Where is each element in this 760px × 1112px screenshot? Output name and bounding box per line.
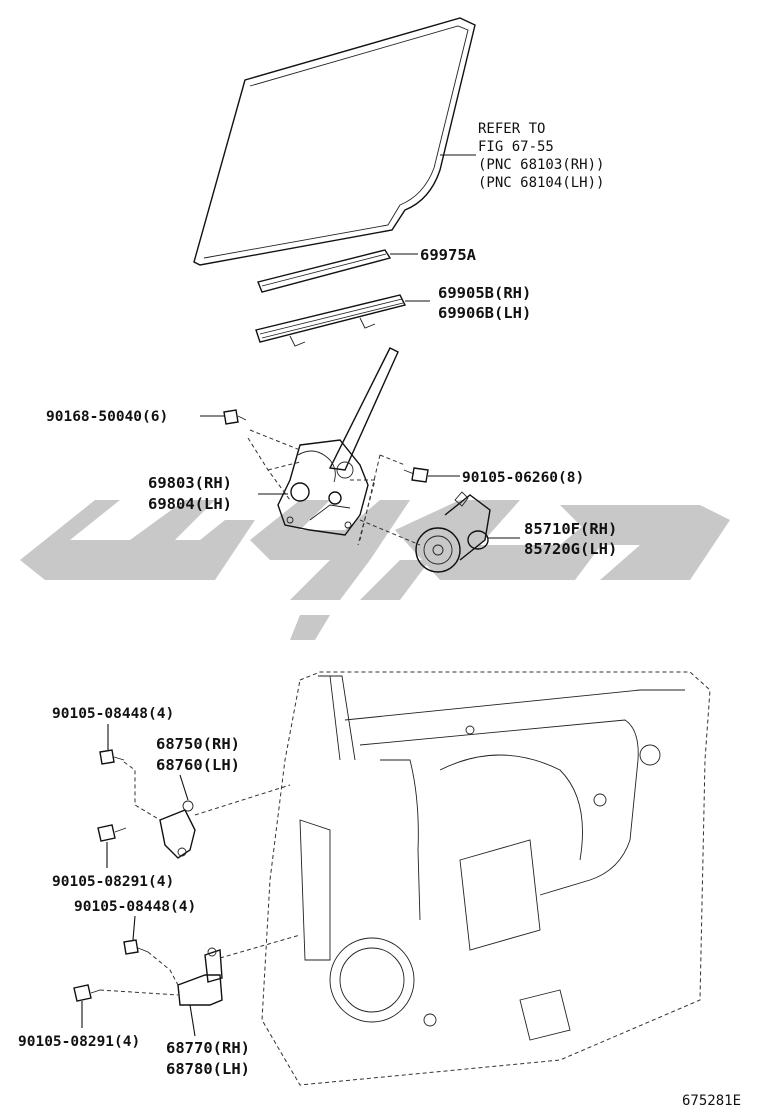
label-regulator-rh: 69803(RH) <box>148 474 232 492</box>
label-90168: 90168-50040(6) <box>46 409 168 425</box>
label-upper-bolt-a: 90105-08448(4) <box>52 706 174 722</box>
bolt-90105-06260 <box>403 467 460 483</box>
label-run-lh: 69906B(LH) <box>438 304 531 322</box>
label-refer-line1: REFER TO <box>478 121 545 137</box>
label-motor-lh: 85720G(LH) <box>524 540 617 558</box>
label-hinge-lower-lh: 68780(LH) <box>166 1060 250 1078</box>
label-90105-06260: 90105-06260(8) <box>462 470 584 486</box>
label-refer-line4: (PNC 68104(LH)) <box>478 175 604 191</box>
label-hinge-lower-rh: 68770(RH) <box>166 1039 250 1057</box>
label-lower-bolt-b: 90105-08291(4) <box>18 1034 140 1050</box>
lower-hinge <box>73 915 301 1037</box>
label-69975a: 69975A <box>420 246 477 264</box>
label-hinge-upper-rh: 68750(RH) <box>156 735 240 753</box>
watermark-logo <box>20 500 730 640</box>
door-glass <box>193 17 476 266</box>
label-regulator-lh: 69804(LH) <box>148 495 232 513</box>
upper-hinge <box>97 724 291 868</box>
weatherstrip-69975a <box>257 249 418 293</box>
label-run-rh: 69905B(RH) <box>438 284 531 302</box>
label-lower-bolt-a: 90105-08448(4) <box>74 899 196 915</box>
bolt-90168 <box>200 409 247 425</box>
label-motor-rh: 85710F(RH) <box>524 520 617 538</box>
label-upper-bolt-b: 90105-08291(4) <box>52 874 174 890</box>
label-hinge-upper-lh: 68760(LH) <box>156 756 240 774</box>
window-regulator <box>247 347 421 546</box>
door-shell <box>261 671 711 1086</box>
window-motor <box>415 491 520 573</box>
label-refer-line2: FIG 67-55 <box>478 139 554 155</box>
label-refer-line3: (PNC 68103(RH)) <box>478 157 604 173</box>
figure-code: 675281E <box>682 1093 741 1109</box>
run-channel <box>255 294 430 347</box>
